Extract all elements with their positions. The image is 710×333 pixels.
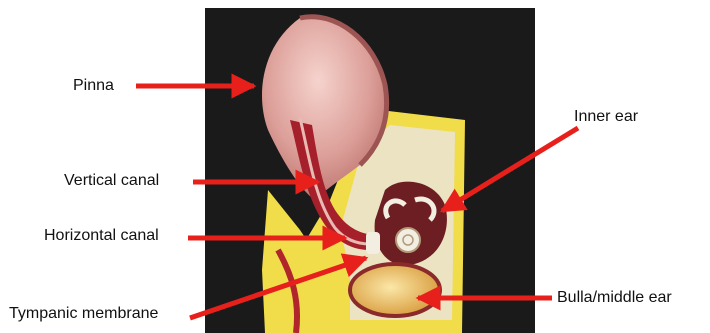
tympanic-membrane-shape — [366, 232, 380, 254]
horizontal-canal-label: Horizontal canal — [44, 227, 159, 245]
bulla-middle-ear-label: Bulla/middle ear — [557, 289, 672, 307]
tympanic-membrane-label: Tympanic membrane — [9, 305, 158, 323]
inner-ear-label: Inner ear — [574, 108, 638, 126]
pinna-label: Pinna — [73, 77, 114, 95]
cochlea — [396, 228, 420, 252]
vertical-canal-label: Vertical canal — [64, 172, 159, 190]
